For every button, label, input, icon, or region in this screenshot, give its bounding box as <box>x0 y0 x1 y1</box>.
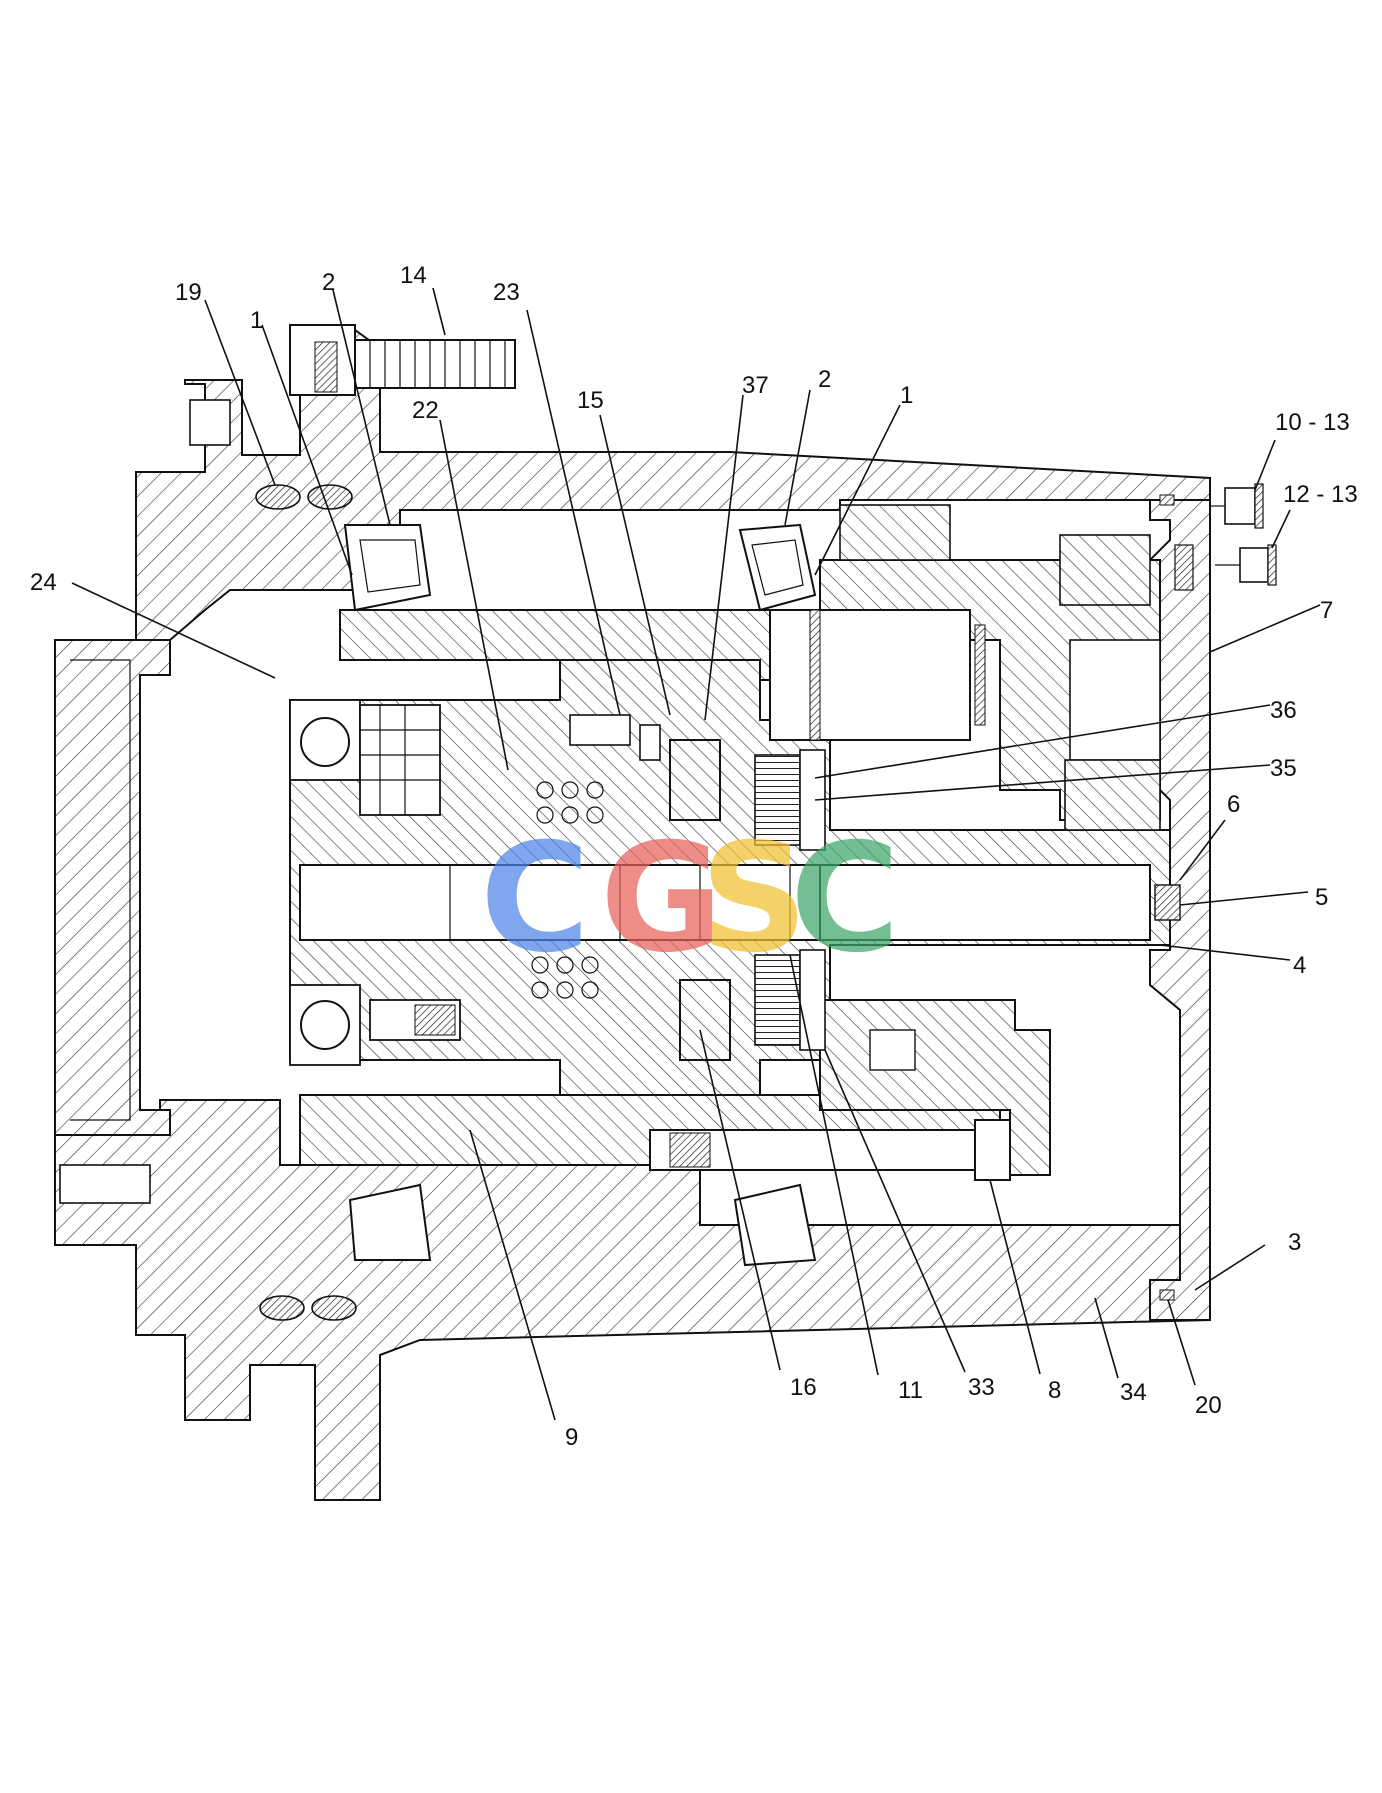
watermark-c2: C <box>790 812 900 986</box>
lower-floating-seal <box>259 1295 357 1321</box>
upper-right-bearing <box>738 523 817 612</box>
callout-9: 9 <box>565 1424 578 1451</box>
callout-34: 34 <box>1120 1379 1147 1406</box>
end-plug-5 <box>1154 884 1181 921</box>
callout-14: 14 <box>400 262 427 289</box>
upper-left-bearing <box>343 524 432 612</box>
callout-24: 24 <box>30 569 57 596</box>
callout-3: 3 <box>1288 1229 1301 1256</box>
callout-15: 15 <box>577 387 604 414</box>
watermark-c1: C <box>480 812 590 986</box>
seal-20 <box>1159 494 1175 1301</box>
callout-8: 8 <box>1048 1377 1061 1404</box>
callout-6: 6 <box>1227 791 1240 818</box>
brake-springs <box>531 714 661 999</box>
callout-16: 16 <box>790 1374 817 1401</box>
callout-1-right: 1 <box>900 382 913 409</box>
callout-20: 20 <box>1195 1392 1222 1419</box>
lower-right-bearing <box>733 1183 817 1267</box>
flange-bolt-holes <box>59 399 231 1204</box>
watermark-logo: C G S C <box>480 812 900 986</box>
bolt-14 <box>289 324 516 396</box>
callout-37: 37 <box>742 372 769 399</box>
bolt-8 <box>649 1119 1011 1181</box>
callout-23: 23 <box>493 279 520 306</box>
plug-12-13 <box>1215 544 1277 586</box>
upper-floating-seal <box>255 484 353 510</box>
watermark-g: G <box>600 812 723 986</box>
callout-22: 22 <box>412 397 439 424</box>
callout-12-13: 12 - 13 <box>1283 481 1358 508</box>
callout-10-13: 10 - 13 <box>1275 409 1350 436</box>
plug-10-13 <box>1210 483 1264 529</box>
callout-1-left: 1 <box>250 307 263 334</box>
lower-left-bearing <box>348 1183 432 1261</box>
callout-11: 11 <box>898 1377 923 1404</box>
piston-spring <box>669 739 731 1061</box>
callout-35: 35 <box>1270 755 1297 782</box>
callout-7: 7 <box>1320 597 1333 624</box>
motor-upper-details <box>839 504 1161 831</box>
callout-33: 33 <box>968 1374 995 1401</box>
callout-19: 19 <box>175 279 202 306</box>
callout-4: 4 <box>1293 952 1306 979</box>
leader-lines <box>71 287 1321 1421</box>
callout-2-left: 2 <box>322 269 335 296</box>
callout-5: 5 <box>1315 884 1328 911</box>
left-gear-assembly <box>289 699 461 1066</box>
callout-36: 36 <box>1270 697 1297 724</box>
callout-labels: 19 1 2 14 23 22 15 37 2 1 10 - 13 12 - 1… <box>30 262 1358 1451</box>
callout-2-right: 2 <box>818 366 831 393</box>
